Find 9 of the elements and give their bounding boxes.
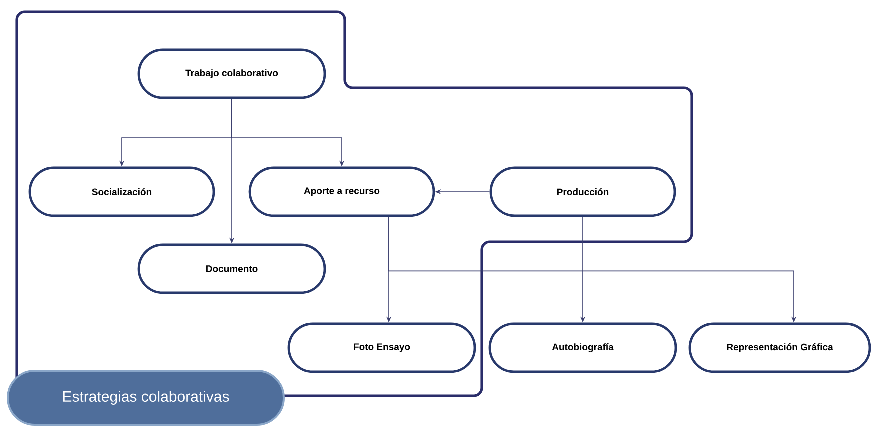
process-box: Aporte a recurso: [248, 166, 436, 218]
process-box: Foto Ensayo: [288, 322, 476, 374]
process-box: Representación Gráfica: [688, 322, 871, 374]
process-box: Trabajo colaborativo: [138, 48, 326, 100]
process-box: Producción: [490, 166, 676, 218]
process-box: Socialización: [28, 166, 216, 218]
group-label: Estrategias colaborativas: [7, 370, 285, 426]
process-box: Autobiografía: [488, 322, 678, 374]
process-box: Documento: [138, 244, 326, 294]
